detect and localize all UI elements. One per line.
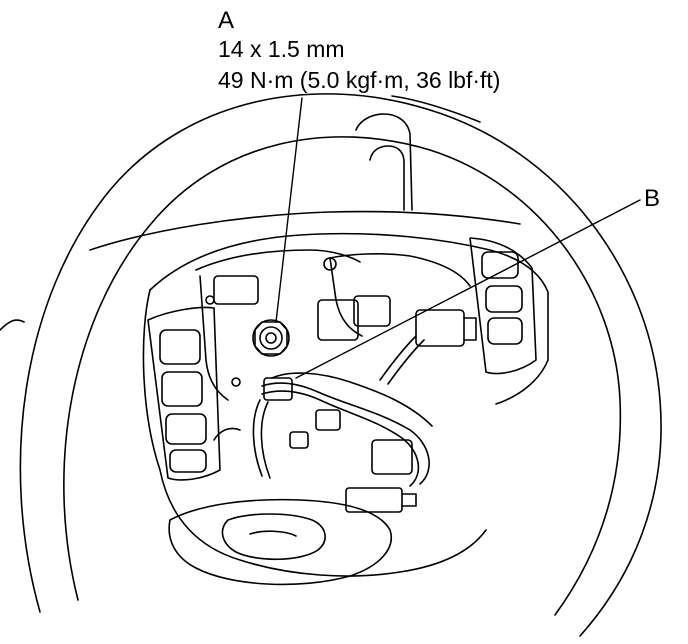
torque-spec: 49 N·m (5.0 kgf·m, 36 lbf·ft)	[218, 67, 501, 93]
leader-line-b	[295, 199, 641, 379]
steering-bolt	[252, 319, 290, 357]
wiring-harness	[213, 309, 477, 513]
lower-spoke	[168, 498, 392, 586]
dash-background	[89, 95, 521, 251]
right-switch-panel	[469, 237, 537, 375]
wheel-rim	[0, 93, 662, 637]
wheel-hub	[142, 232, 549, 577]
leader-lines	[275, 97, 641, 379]
callout-b-letter: B	[644, 185, 661, 212]
leader-line-a	[275, 97, 303, 323]
bolt-size-spec: 14 x 1.5 mm	[218, 36, 345, 62]
hub-cutouts	[205, 257, 391, 449]
left-switch-panel	[147, 306, 221, 481]
callout-a-letter: A	[218, 7, 235, 34]
